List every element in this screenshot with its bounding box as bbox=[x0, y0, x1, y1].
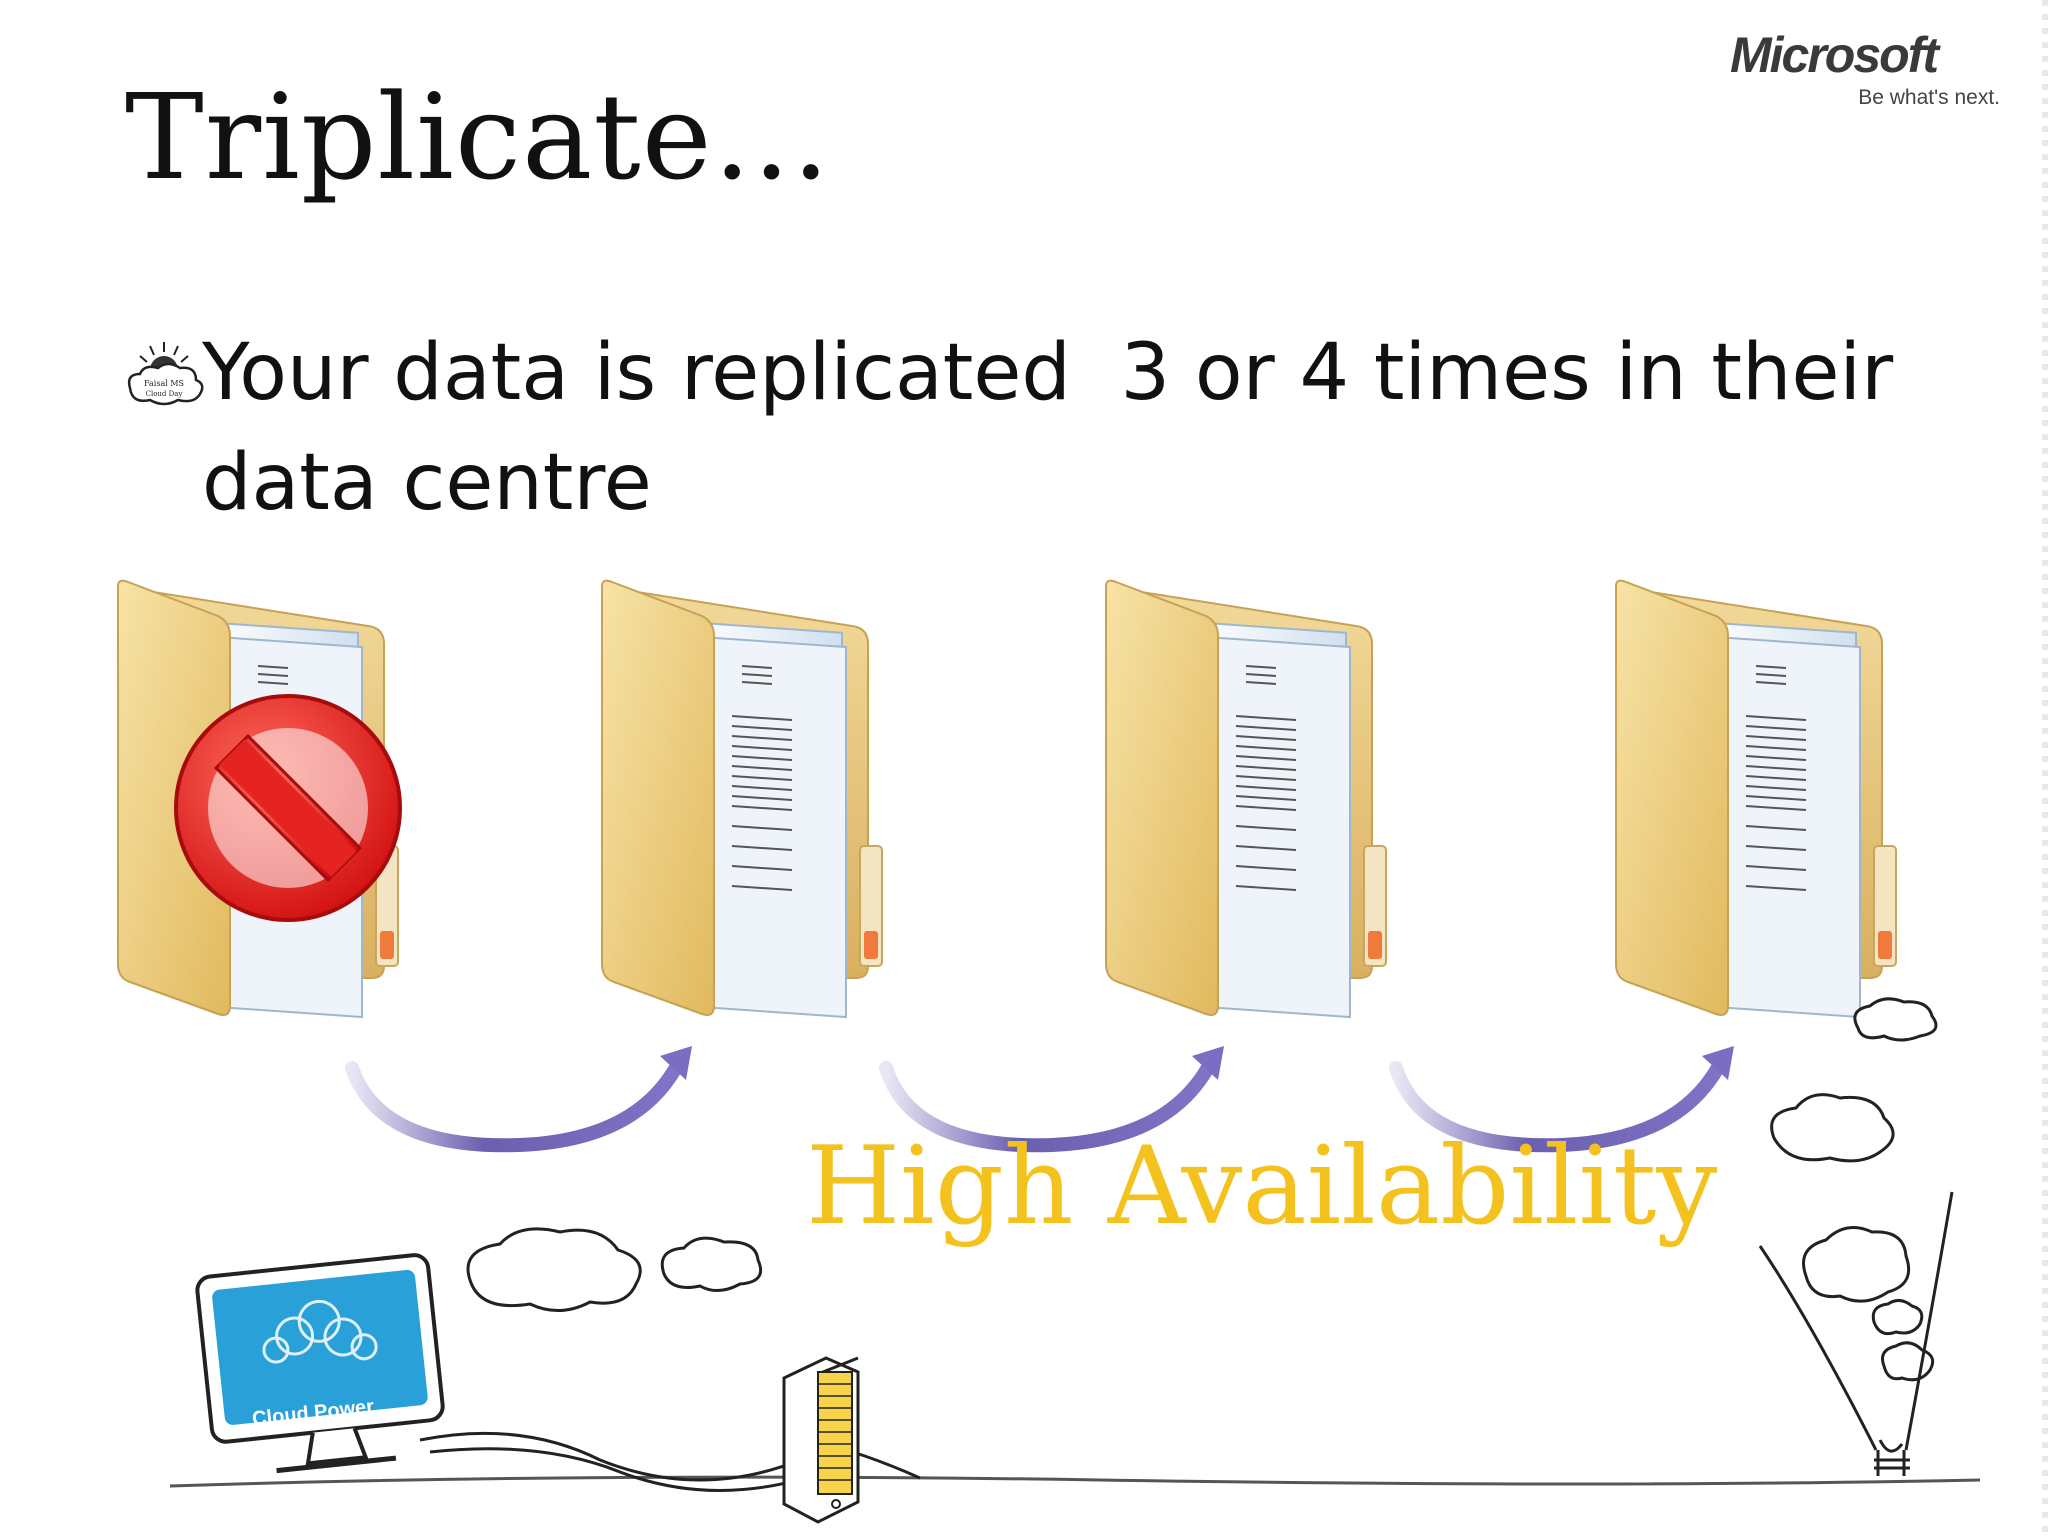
cloud-icon bbox=[1871, 1299, 1924, 1336]
cloud-day-badge-icon: Faisal MS Cloud Day bbox=[127, 342, 204, 406]
logo-wordmark: Microsoft bbox=[1730, 27, 1939, 83]
curved-arrow-icon bbox=[345, 1046, 692, 1153]
cloud-icon bbox=[1770, 1093, 1895, 1163]
cloud-icon bbox=[1853, 997, 1938, 1042]
curved-arrow-icon bbox=[879, 1046, 1224, 1153]
blocked-folder-icon bbox=[117, 579, 402, 1019]
replication-illustration bbox=[117, 579, 1981, 1524]
folder-icon bbox=[1615, 579, 1897, 1019]
microsoft-logo: Microsoft Be what's next. bbox=[1700, 28, 2000, 118]
monitor-icon bbox=[195, 1253, 445, 1474]
logo-tagline: Be what's next. bbox=[1858, 86, 2000, 109]
folder-icon bbox=[1105, 579, 1387, 1019]
cloud-icon bbox=[1802, 1226, 1911, 1303]
high-availability-label: High Availability bbox=[806, 1124, 1718, 1249]
cloud-icon bbox=[660, 1236, 763, 1292]
svg-text:Faisal MS: Faisal MS bbox=[144, 379, 184, 388]
curved-arrow-icon bbox=[1389, 1046, 1734, 1153]
folder-icon bbox=[601, 579, 883, 1019]
svg-text:Cloud Day: Cloud Day bbox=[146, 390, 183, 398]
cloud-icon bbox=[466, 1227, 642, 1313]
slide-title: Triplicate… bbox=[125, 68, 832, 206]
server-icon bbox=[782, 1356, 860, 1524]
slide-edge bbox=[2042, 0, 2048, 1536]
bullet-text: Your data is replicated 3 or 4 times in … bbox=[202, 328, 1918, 528]
